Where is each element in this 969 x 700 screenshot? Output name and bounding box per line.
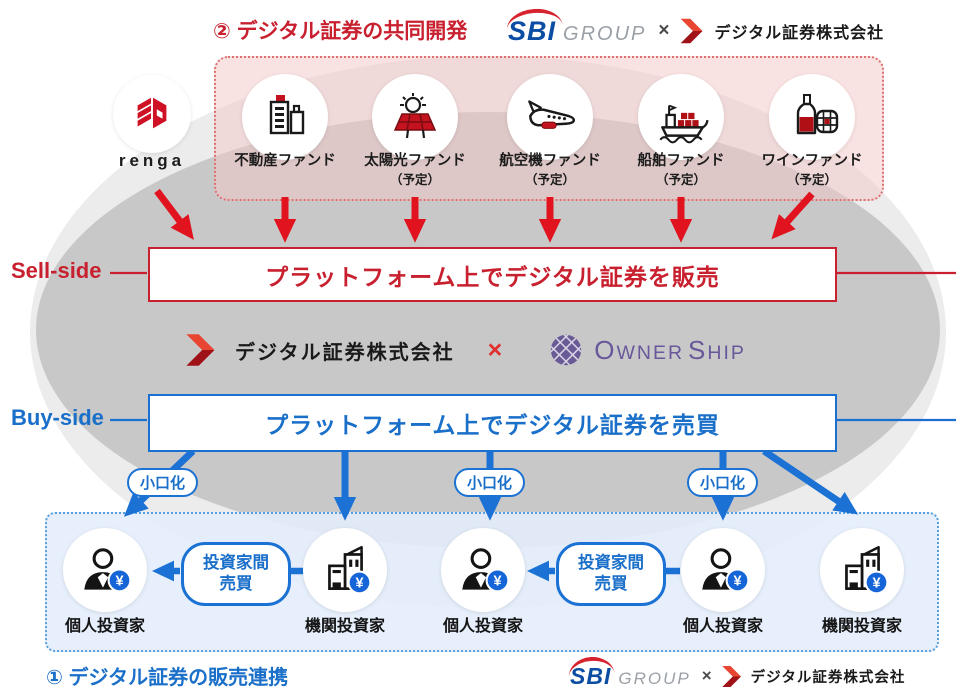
trade-pill-line2: 売買: [219, 575, 253, 593]
inter-investor-trade-pill: 投資家間 売買: [181, 542, 291, 606]
renga-logo-icon: [137, 97, 167, 129]
fund-label: 航空機ファンド: [499, 153, 601, 169]
institutional-investor-node: ¥: [820, 528, 904, 612]
cross-mark: ×: [658, 20, 670, 41]
fractionalization-badge: 小口化: [687, 468, 759, 497]
fund-label: ワインファンド: [761, 153, 863, 169]
ownership-s: S: [688, 334, 708, 365]
person-investor-icon: ¥: [462, 548, 510, 593]
cross-mark: ×: [487, 335, 503, 364]
investor-label: 個人投資家: [682, 618, 763, 635]
fund-note: （予定）: [786, 172, 837, 187]
sell-platform-text: プラットフォーム上でデジタル証券を販売: [265, 263, 720, 290]
renga-node: [113, 75, 191, 153]
person-investor-icon: ¥: [84, 548, 132, 593]
fund-note: （予定）: [389, 172, 440, 187]
fund-label: 太陽光ファンド: [364, 153, 466, 169]
buy-side-label: Buy-side: [11, 405, 104, 430]
person-investor-icon: ¥: [702, 548, 750, 593]
fund-label: 船舶ファンド: [637, 153, 725, 169]
real-estate-fund-node: [242, 74, 328, 160]
sell-platform-box: プラットフォーム上でデジタル証券を販売: [148, 247, 837, 302]
digital-securities-name: デジタル証券株式会社: [714, 25, 885, 42]
section-1-title: ① デジタル証券の販売連携: [46, 667, 289, 689]
digital-securities-name: デジタル証券株式会社: [750, 669, 906, 686]
trade-pill-line1: 投資家間: [203, 553, 269, 572]
ownership-globe-icon: [551, 334, 582, 366]
trade-pill-line1: 投資家間: [578, 553, 644, 572]
sbi-text: SBI: [570, 662, 612, 689]
buy-platform-text: プラットフォーム上でデジタル証券を売買: [265, 412, 720, 438]
renga-label: renga: [118, 151, 186, 170]
buy-platform-box: プラットフォーム上でデジタル証券を売買: [148, 394, 837, 452]
sbi-swoosh-icon: [567, 654, 615, 678]
fund-note: （予定）: [524, 172, 575, 187]
cross-mark: ×: [701, 666, 712, 685]
investor-label: 機関投資家: [821, 618, 902, 635]
airplane-icon: [528, 100, 576, 129]
svg-text:¥: ¥: [115, 574, 123, 590]
ownership-o: O: [594, 334, 617, 365]
svg-text:¥: ¥: [355, 576, 363, 592]
digital-securities-name: デジタル証券株式会社: [235, 341, 455, 364]
investor-label: 個人投資家: [442, 618, 523, 635]
digital-securities-logo-icon: [681, 18, 703, 44]
fractionalization-badge: 小口化: [454, 468, 526, 497]
investor-label: 個人投資家: [64, 618, 145, 635]
sbi-group-logo: SBI GROUP: [567, 654, 691, 690]
section-2-title: ② デジタル証券の共同開発: [213, 20, 468, 43]
svg-text:¥: ¥: [872, 576, 880, 592]
institutional-investor-node: ¥: [303, 528, 387, 612]
fractionalization-badge: 小口化: [127, 468, 199, 497]
fund-note: （予定）: [655, 172, 706, 187]
ownership-wner: WNER: [616, 341, 685, 364]
aircraft-fund-node: [507, 74, 593, 160]
institution-building-icon: ¥: [845, 545, 889, 595]
ownership-hip: HIP: [707, 341, 746, 364]
individual-investor-node: ¥: [681, 528, 765, 612]
sbi-group-text: GROUP: [563, 22, 647, 45]
ship-fund-node: [638, 74, 724, 160]
digital-securities-logo-icon: [186, 334, 215, 366]
cargo-ship-icon: [659, 104, 709, 144]
top-logo-row: SBI GROUP × デジタル証券株式会社: [505, 6, 885, 48]
trade-pill-line2: 売買: [594, 575, 628, 593]
building-icon: [269, 95, 305, 135]
sell-side-label: Sell-side: [11, 258, 102, 283]
individual-investor-node: ¥: [441, 528, 525, 612]
svg-text:¥: ¥: [733, 574, 741, 590]
inter-investor-trade-pill: 投資家間 売買: [556, 542, 666, 606]
wine-fund-node: [769, 74, 855, 160]
bottom-logo-row: SBI GROUP × デジタル証券株式会社: [567, 654, 906, 692]
solar-fund-node: [372, 74, 458, 160]
wine-bottle-barrel-icon: [796, 94, 839, 135]
fund-label: 不動産ファンド: [234, 153, 336, 169]
sbi-group-logo: SBI GROUP: [505, 6, 647, 47]
sbi-text: SBI: [508, 15, 557, 46]
investor-label: 機関投資家: [304, 618, 385, 635]
individual-investor-node: ¥: [63, 528, 147, 612]
svg-text:¥: ¥: [493, 574, 501, 590]
digital-securities-logo-icon: [721, 665, 741, 687]
solar-panel-icon: [393, 93, 437, 139]
institution-building-icon: ¥: [328, 545, 372, 595]
sbi-group-text: GROUP: [618, 668, 691, 688]
